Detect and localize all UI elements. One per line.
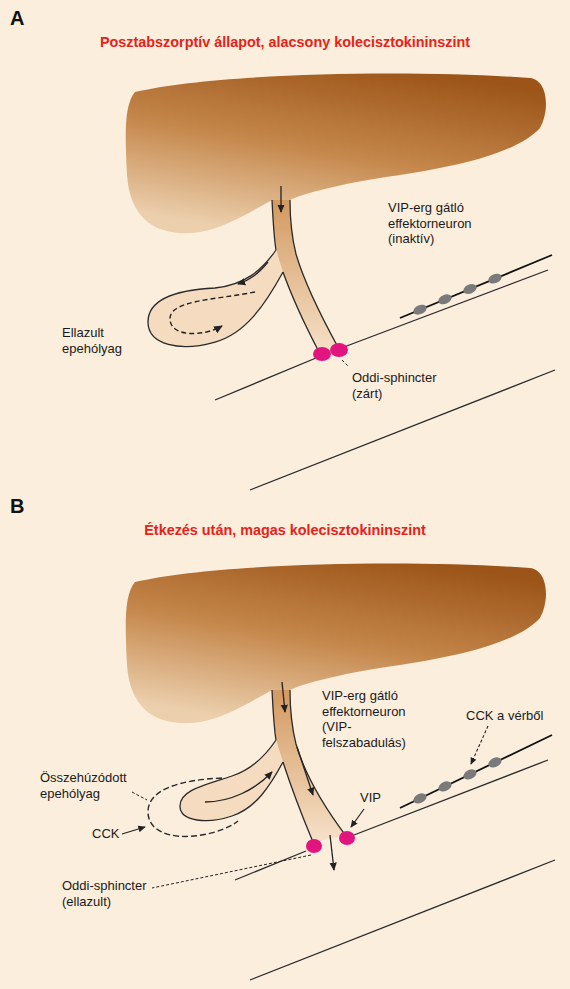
hormone-label: CCK a vérből <box>466 708 543 724</box>
varicosities <box>412 272 503 317</box>
sphincter-label: Oddi-sphincter (zárt) <box>352 370 460 401</box>
varicosity <box>462 767 479 781</box>
gallbladder-wall <box>148 250 283 346</box>
neuron-label: VIP-erg gátló effektorneuron (VIP-felsza… <box>322 688 422 750</box>
cck-arrow <box>471 726 488 764</box>
duct-wall <box>272 200 276 250</box>
panel-b <box>122 564 555 980</box>
varicosity <box>437 292 453 306</box>
sphincter <box>339 831 355 845</box>
cck-arrow <box>122 827 145 834</box>
organ-label: Ellazult epehólyag <box>62 325 147 356</box>
bile-duct <box>272 200 339 352</box>
panel-a <box>126 74 555 490</box>
varicosity <box>412 791 429 805</box>
neuron-axon <box>400 255 552 318</box>
duct-wall <box>283 272 319 352</box>
panel-letter: B <box>10 494 50 518</box>
neuron-axon <box>400 735 552 808</box>
flow-arrow <box>330 835 334 870</box>
varicosity <box>412 303 428 317</box>
duct-wall <box>283 762 313 842</box>
varicosities <box>412 755 504 805</box>
neuron-label: VIP-erg gátló effektorneuron (inaktív) <box>388 200 488 247</box>
liver <box>126 74 546 234</box>
gallbladder-wall <box>180 740 283 821</box>
varicosity <box>487 755 504 769</box>
duct-wall <box>272 690 276 740</box>
panel-letter: A <box>10 6 50 30</box>
flow-arrow <box>205 772 272 802</box>
leader-line <box>342 360 349 367</box>
flow-arrow <box>170 292 255 334</box>
panel-heading: Étkezés után, magas kolecisztokininszint <box>0 522 570 539</box>
intestine-wall <box>235 851 306 880</box>
gallbladder <box>180 740 283 821</box>
intestine-wall <box>250 860 555 980</box>
flow-arrow <box>280 186 281 212</box>
flow-arrow <box>282 682 285 712</box>
flow-arrow <box>238 262 268 284</box>
intestine-wall <box>354 760 548 835</box>
sphincter <box>313 347 331 361</box>
leader-line <box>152 855 311 888</box>
intestine-wall <box>250 370 555 490</box>
duct-wall <box>290 200 339 349</box>
panel-heading: Posztabszorptív állapot, alacsony koleci… <box>0 34 570 51</box>
flow-arrow <box>297 747 313 795</box>
leader-line <box>132 792 147 800</box>
gallbladder <box>148 250 283 346</box>
transmitter-label: VIP <box>360 790 394 806</box>
varicosity <box>437 779 454 793</box>
sphincter <box>330 343 348 357</box>
vip-arrow <box>351 809 364 827</box>
sphincter-label: Oddi-sphincter (ellazult) <box>62 878 182 909</box>
varicosity <box>462 282 478 296</box>
intestine-wall <box>344 270 548 347</box>
intestine-wall <box>215 358 316 400</box>
sphincter <box>306 839 322 853</box>
organ-label: Összehúzódott epehólyag <box>40 770 140 801</box>
hormone-label: CCK <box>92 826 132 842</box>
varicosity <box>487 272 503 286</box>
